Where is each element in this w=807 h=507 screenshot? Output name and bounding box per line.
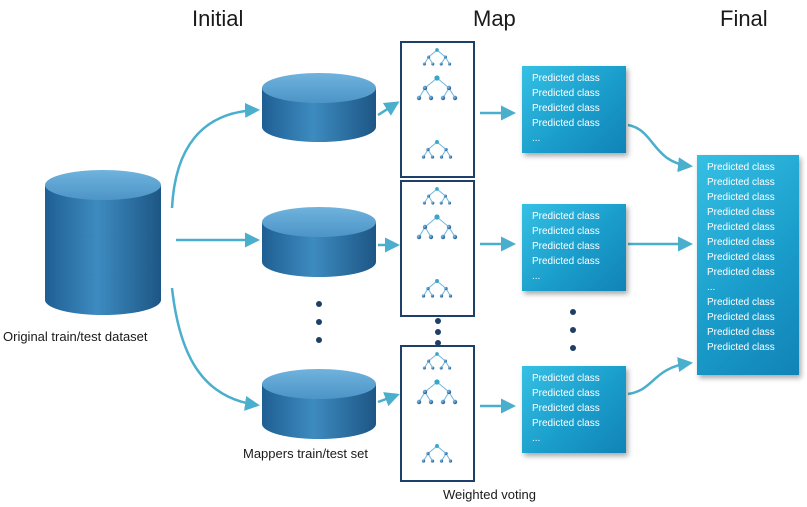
arrow-mapper-3-to-forest bbox=[377, 392, 400, 407]
ellipsis-dot bbox=[570, 345, 576, 351]
predicted-line: ... bbox=[532, 133, 541, 144]
predicted-line: Predicted class bbox=[532, 226, 600, 237]
final-predicted-line: Predicted class bbox=[707, 177, 775, 188]
final-predicted-line: Predicted class bbox=[707, 207, 775, 218]
arrow-box-1-to-final bbox=[627, 123, 693, 173]
original-dataset-cylinder bbox=[45, 170, 161, 315]
final-predicted-line: Predicted class bbox=[707, 162, 775, 173]
predicted-line: Predicted class bbox=[532, 403, 600, 414]
mapper-cylinder-3 bbox=[262, 369, 376, 439]
predicted-line: Predicted class bbox=[532, 241, 600, 252]
decision-trees bbox=[416, 48, 458, 463]
final-predicted-line: Predicted class bbox=[707, 192, 775, 203]
predicted-line: Predicted class bbox=[532, 373, 600, 384]
header-map: Map bbox=[473, 6, 516, 31]
decision-tree-icon bbox=[421, 444, 453, 463]
mapper-cylinder-2 bbox=[262, 207, 376, 277]
predicted-line: Predicted class bbox=[532, 418, 600, 429]
final-predicted-line: Predicted class bbox=[707, 252, 775, 263]
decision-tree-icon bbox=[421, 279, 453, 298]
predicted-box-3: Predicted class Predicted class Predicte… bbox=[522, 366, 626, 453]
final-predicted-box: Predicted class Predicted class Predicte… bbox=[697, 155, 799, 375]
ellipsis-dot bbox=[435, 340, 441, 346]
header-final: Final bbox=[720, 6, 768, 31]
final-predicted-line: Predicted class bbox=[707, 267, 775, 278]
ellipsis-dot bbox=[570, 327, 576, 333]
arrow-dataset-to-mapper-3 bbox=[170, 287, 260, 411]
forest-panel-3 bbox=[400, 345, 475, 482]
decision-tree-icon bbox=[416, 379, 458, 405]
final-predicted-line: Predicted class bbox=[707, 297, 775, 308]
arrow-mapper-1-to-forest bbox=[377, 101, 400, 117]
caption-mappers-set: Mappers train/test set bbox=[243, 446, 368, 461]
decision-tree-icon bbox=[416, 75, 458, 101]
ellipsis-dot bbox=[316, 319, 322, 325]
predicted-line: Predicted class bbox=[532, 211, 600, 222]
predicted-box-2: Predicted class Predicted class Predicte… bbox=[522, 204, 626, 291]
final-predicted-line: Predicted class bbox=[707, 312, 775, 323]
final-predicted-line: Predicted class bbox=[707, 237, 775, 248]
decision-tree-icon bbox=[416, 214, 458, 240]
final-predicted-line: Predicted class bbox=[707, 342, 775, 353]
decision-tree-icon bbox=[422, 352, 452, 370]
ellipsis-dot bbox=[570, 309, 576, 315]
final-predicted-line: ... bbox=[707, 282, 716, 293]
final-predicted-line: Predicted class bbox=[707, 222, 775, 233]
decision-tree-icon bbox=[422, 48, 452, 66]
predicted-line: ... bbox=[532, 433, 541, 444]
forest-panel-2 bbox=[400, 180, 475, 317]
ellipsis-dot bbox=[435, 318, 441, 324]
predicted-line: Predicted class bbox=[532, 73, 600, 84]
predicted-line: Predicted class bbox=[532, 118, 600, 129]
predicted-line: Predicted class bbox=[532, 388, 600, 399]
caption-weighted-voting: Weighted voting bbox=[443, 487, 536, 502]
ellipsis-dot bbox=[316, 301, 322, 307]
caption-original-dataset: Original train/test dataset bbox=[3, 329, 148, 344]
predicted-line: ... bbox=[532, 271, 541, 282]
mapper-cylinder-1 bbox=[262, 73, 376, 142]
decision-tree-icon bbox=[421, 140, 453, 159]
ellipsis-dot bbox=[316, 337, 322, 343]
forest-panel-1 bbox=[400, 41, 475, 178]
predicted-line: Predicted class bbox=[532, 88, 600, 99]
predicted-line: Predicted class bbox=[532, 103, 600, 114]
predicted-line: Predicted class bbox=[532, 256, 600, 267]
arrow-box-3-to-final bbox=[627, 357, 693, 396]
predicted-box-1: Predicted class Predicted class Predicte… bbox=[522, 66, 626, 153]
decision-tree-icon bbox=[422, 187, 452, 205]
ellipsis-dot bbox=[435, 329, 441, 335]
arrow-dataset-to-mapper-1 bbox=[170, 102, 260, 209]
final-predicted-line: Predicted class bbox=[707, 327, 775, 338]
header-initial: Initial bbox=[192, 6, 244, 31]
